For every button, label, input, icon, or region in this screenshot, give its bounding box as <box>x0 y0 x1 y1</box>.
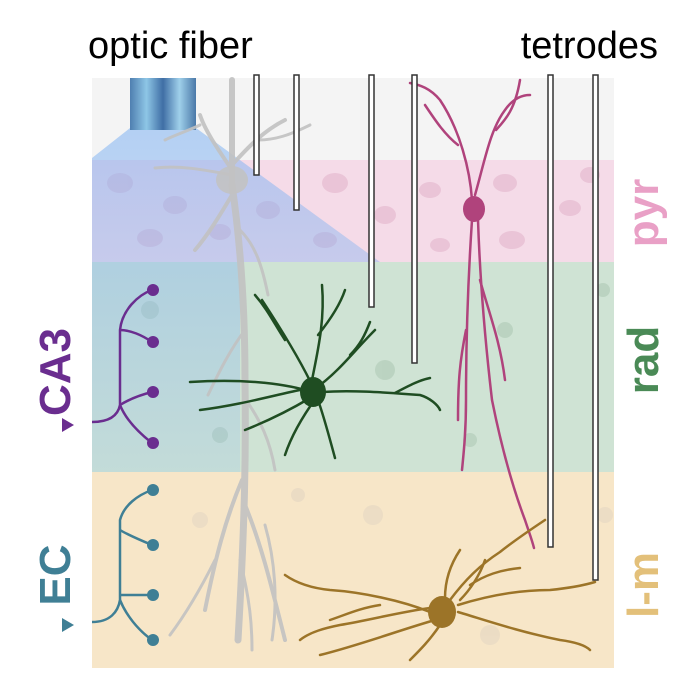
optic-fiber <box>130 78 196 130</box>
lm-textures <box>192 488 613 645</box>
ca3-arrow-icon <box>62 418 74 432</box>
tetrode-4 <box>411 74 418 364</box>
lm-layer <box>92 472 614 668</box>
green-interneuron-soma <box>300 377 326 407</box>
ca3-label: CA3 <box>31 328 80 416</box>
pyr-label: pyr <box>619 179 668 247</box>
pyramidal-soma <box>216 166 248 194</box>
lm-label: l-m <box>619 552 668 618</box>
magenta-interneuron-soma <box>463 196 485 222</box>
tetrode-5 <box>547 74 554 548</box>
ec-label: EC <box>31 544 80 605</box>
tetrodes <box>253 74 599 581</box>
light-cone <box>92 128 380 472</box>
tetrode-6 <box>592 74 599 581</box>
brown-interneuron <box>283 518 597 662</box>
ec-boutons <box>147 484 159 646</box>
brown-interneuron-soma <box>428 596 456 628</box>
optic-fiber-label: optic fiber <box>88 25 253 67</box>
tetrode-2 <box>293 74 300 211</box>
tetrodes-label: tetrodes <box>521 25 658 67</box>
tetrode-1 <box>253 74 260 176</box>
ec-arrow-icon <box>62 618 74 632</box>
rad-label: rad <box>619 326 668 394</box>
ca3-boutons <box>147 284 159 449</box>
tetrode-3 <box>368 74 375 308</box>
